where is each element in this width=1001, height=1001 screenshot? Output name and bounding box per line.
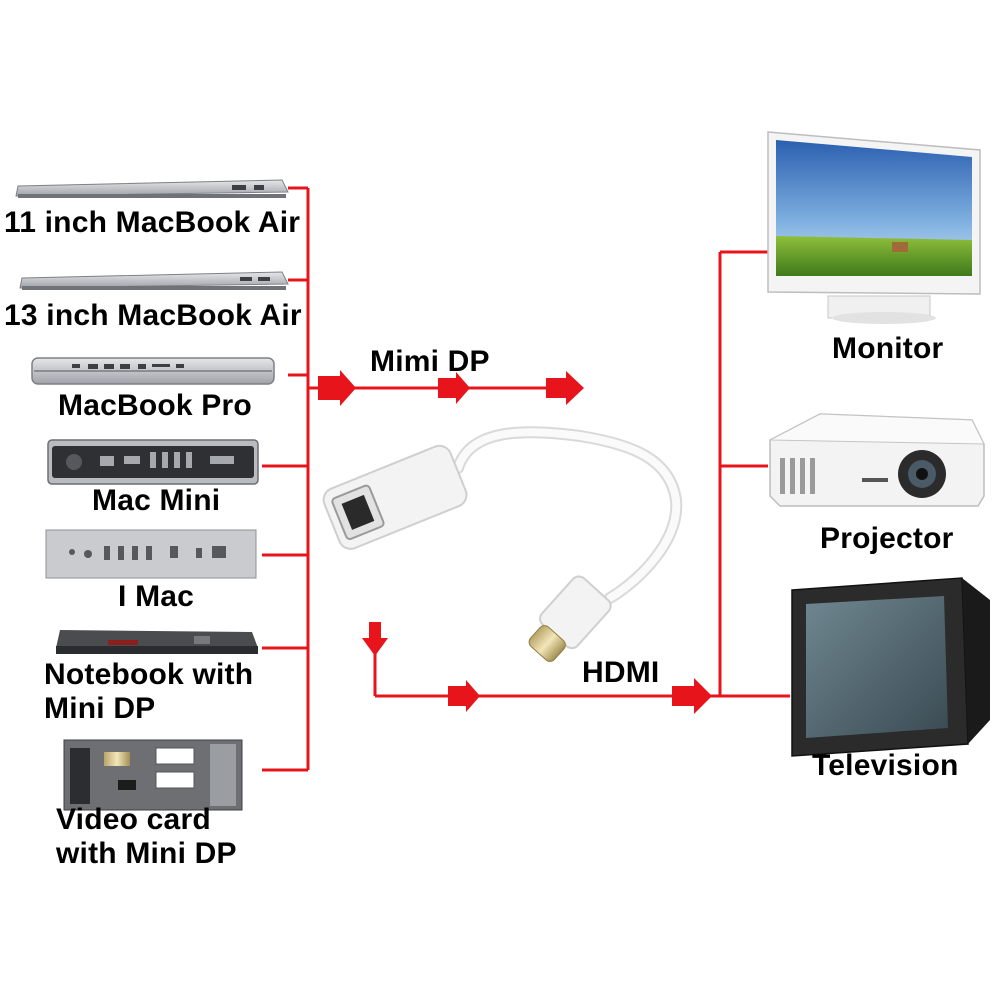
output-label-projector: Projector [820,522,954,555]
arrow-right-icon [318,370,356,406]
laptop-side-icon [19,271,289,290]
imac-ports-icon [45,529,257,579]
usb-c-otg-cable-icon [322,426,683,662]
projector-icon [769,413,985,507]
notebook-icon [56,630,258,654]
source-label-macmini: Mac Mini [92,484,221,517]
television-icon [791,577,990,757]
mini-dp-connection [308,370,584,406]
source-label-imac: I Mac [118,580,195,613]
arrow-right-icon [546,371,584,405]
monitor-icon [767,131,981,324]
source-bus-lines [262,186,310,772]
hdmi-label: HDMI [582,656,660,689]
output-bus-lines [718,250,790,698]
output-label-monitor: Monitor [832,332,944,365]
source-label-videocard-line2: with Mini DP [56,837,237,870]
arrow-right-icon [672,678,712,714]
video-card-icon [63,739,243,811]
source-label-mba11: 11 inch MacBook Air [4,206,301,239]
source-label-mbp: MacBook Pro [58,389,252,422]
mac-mini-icon [47,439,259,485]
mini-dp-label: Mimi DP [370,345,490,378]
source-label-mba13: 13 inch MacBook Air [4,299,302,332]
laptop-side-icon [31,357,275,385]
arrow-down-icon [362,622,388,656]
arrow-right-icon [448,680,480,712]
arrow-right-icon [438,372,470,404]
laptop-side-icon [15,179,289,198]
hdmi-connection [362,622,720,714]
output-label-television: Television [812,749,959,782]
source-label-videocard-line1: Video card [56,803,211,836]
source-label-notebook-line1: Notebook with [44,658,254,691]
source-label-notebook-line2: Mini DP [44,692,156,725]
